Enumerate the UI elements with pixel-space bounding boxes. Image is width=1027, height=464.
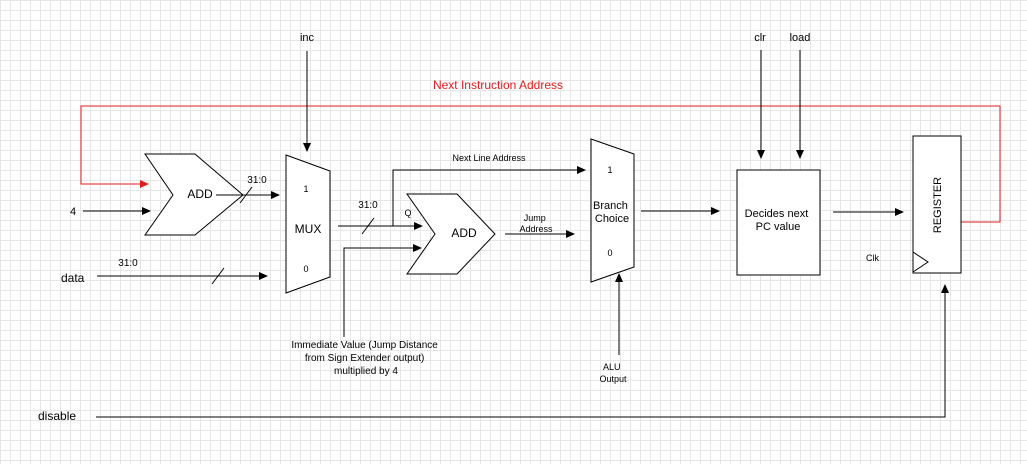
mux-block [285,154,331,294]
adder-2-label: ADD [451,226,477,240]
branch-input-0: 0 [607,248,612,258]
jump-address-label: Jump Address [519,213,553,234]
bus-width-data: 31:0 [118,258,138,269]
feedback-label: Next Instruction Address [433,78,563,92]
branch-input-1: 1 [607,165,612,175]
feedback-wire [80,105,1001,223]
bus-width-mux-out: 31:0 [358,200,378,211]
register-block [912,135,962,274]
branch-label-line-2: Choice [595,213,629,225]
adder-2 [406,193,496,275]
branch-label-line-1: Branch [593,200,628,212]
mux-input-1: 1 [303,184,308,194]
bus-slash-2 [211,267,225,285]
immediate-wire [343,244,422,337]
data-label: data [61,271,85,285]
alu-line-1: ALU [603,362,621,372]
clr-label: clr [754,32,766,44]
q-label: Q [404,208,411,218]
disable-label: disable [38,409,76,423]
immediate-line-2: from Sign Extender output) [305,353,425,364]
mux-label: MUX [295,222,322,236]
mux-input-0: 0 [303,264,308,274]
clk-label: Clk [866,253,879,263]
decides-block [736,169,821,276]
jump-line-1: Jump [524,213,546,223]
register-label: REGISTER [932,177,944,233]
next-line-wire [392,166,586,226]
adder-1 [144,153,244,236]
inc-label: inc [300,32,315,44]
load-label: load [790,32,811,44]
alu-line-2: Output [599,374,627,384]
branch-choice-block [590,138,635,283]
branch-choice-label: Branch Choice [593,200,631,225]
input-4-label: 4 [70,206,76,218]
alu-output-label: ALU Output [599,362,627,384]
decides-label: Decides next PC value [745,208,812,233]
bus-slash-3 [361,217,375,235]
disable-wire [96,284,949,418]
decides-line-2: PC value [756,221,801,233]
immediate-line-1: Immediate Value (Jump Distance [291,340,438,351]
adder-1-label: ADD [187,187,213,201]
next-line-label: Next Line Address [452,153,526,163]
jump-line-2: Address [519,224,553,234]
immediate-label: Immediate Value (Jump Distance from Sign… [291,340,440,377]
bus-slash-1 [239,186,253,204]
decides-line-1: Decides next [745,208,809,220]
bus-width-adder-out: 31:0 [247,175,267,186]
clock-triangle [912,251,929,273]
immediate-line-3: multiplied by 4 [334,366,398,377]
